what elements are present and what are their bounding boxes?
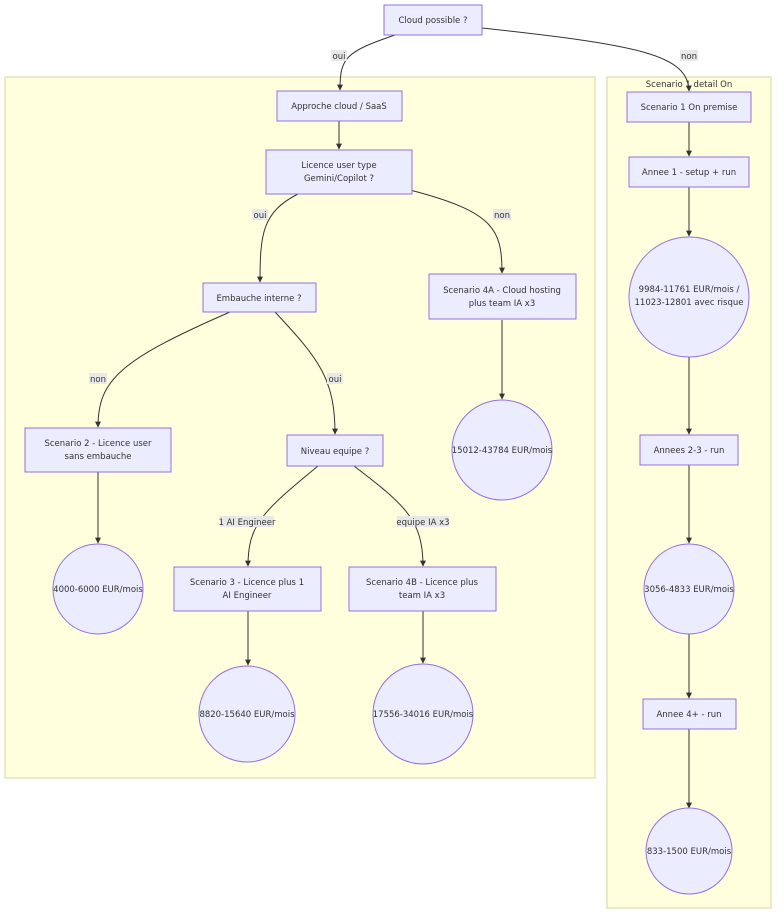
node-cost2: 4000-6000 EUR/mois [52,543,144,635]
node-annee1: Annee 1 - setup + run [628,156,750,188]
node-cloud-possible: Cloud possible ? [383,4,483,36]
edge-label-one-ai: 1 AI Engineer [219,518,276,528]
edge-cloud-oui [337,34,396,91]
node-scenario4b-line2: team IA x3 [399,591,445,601]
edge-label-cloud-oui: oui [333,52,346,62]
node-annee1-line1: Annee 1 - setup + run [642,168,736,178]
node-scenario1-line1: Scenario 1 On premise [641,103,738,113]
edge-label-licence-non: non [494,211,510,221]
node-cost4b-line1: 17556-34016 EUR/mois [373,710,474,720]
edge-label-equipe-ia: equipe IA x3 [396,518,449,528]
node-scenario3: Scenario 3 - Licence plus 1 AI Engineer [173,566,322,612]
edge-licence-oui [257,193,299,283]
node-cost-years23: 3056-4833 EUR/mois [643,543,735,635]
node-approche-cloud: Approche cloud / SaaS [276,90,403,122]
node-licence-user-line1: Licence user type [301,161,376,171]
node-scenario3-line1: Scenario 3 - Licence plus 1 [190,578,304,588]
node-scenario4b: Scenario 4B - Licence plus team IA x3 [348,566,497,612]
node-annees23-line1: Annees 2-3 - run [654,446,725,456]
node-scenario4b-line1: Scenario 4B - Licence plus [366,578,478,588]
edge-niveau-team [353,465,426,567]
node-cost4a-line1: 15012-43784 EUR/mois [452,446,553,456]
node-annees23: Annees 2-3 - run [639,434,739,466]
node-cost3: 8820-15640 EUR/mois [198,665,296,763]
node-scenario1: Scenario 1 On premise [626,91,752,123]
node-embauche: Embauche interne ? [202,282,317,313]
node-cost4a: 15012-43784 EUR/mois [451,399,553,501]
node-cost-years23-line1: 3056-4833 EUR/mois [644,585,734,595]
node-cost-year1-line2: 11023-12801 avec risque [635,298,744,308]
edge-embauche-non [95,311,231,428]
cluster-scenario1-title: Scenario 1 detail On [646,80,732,90]
node-cost-year1: 9984-11761 EUR/mois / 11023-12801 avec r… [628,236,750,358]
node-niveau-line1: Niveau equipe ? [301,447,370,457]
node-licence-user-line2: Gemini/Copilot ? [304,174,374,184]
node-cost-year4: 833-1500 EUR/mois [645,807,733,895]
edge-label-cloud-non: non [681,52,697,62]
node-annee4: Annee 4+ - run [642,698,737,730]
node-scenario4a-line2: plus team IA x3 [469,299,536,309]
node-scenario2-line1: Scenario 2 - Licence user [44,439,152,449]
node-cost4b: 17556-34016 EUR/mois [372,663,474,765]
node-annee4-line1: Annee 4+ - run [656,710,721,720]
node-scenario2: Scenario 2 - Licence user sans embauche [24,427,172,473]
node-approche-cloud-line1: Approche cloud / SaaS [291,102,387,112]
node-scenario4a-line1: Scenario 4A - Cloud hosting [443,286,561,296]
edge-embauche-oui [274,311,338,435]
node-scenario3-line2: AI Engineer [223,591,272,601]
node-scenario4a: Scenario 4A - Cloud hosting plus team IA… [428,273,577,320]
node-scenario2-line2: sans embauche [65,452,132,462]
node-cost-year1-line1: 9984-11761 EUR/mois / [639,285,740,295]
node-cost-year4-line1: 833-1500 EUR/mois [647,847,732,857]
node-cost2-line1: 4000-6000 EUR/mois [53,585,143,595]
edge-label-embauche-non: non [90,375,106,385]
node-cost3-line1: 8820-15640 EUR/mois [199,710,295,720]
node-niveau: Niveau equipe ? [286,434,384,467]
node-embauche-line1: Embauche interne ? [216,294,301,304]
node-cloud-possible-line1: Cloud possible ? [399,16,468,26]
edge-label-embauche-oui: oui [329,375,342,385]
edge-licence-non [409,189,505,274]
edge-label-licence-oui: oui [254,211,267,221]
edge-cloud-non [481,27,692,92]
node-licence-user: Licence user type Gemini/Copilot ? [265,149,413,195]
